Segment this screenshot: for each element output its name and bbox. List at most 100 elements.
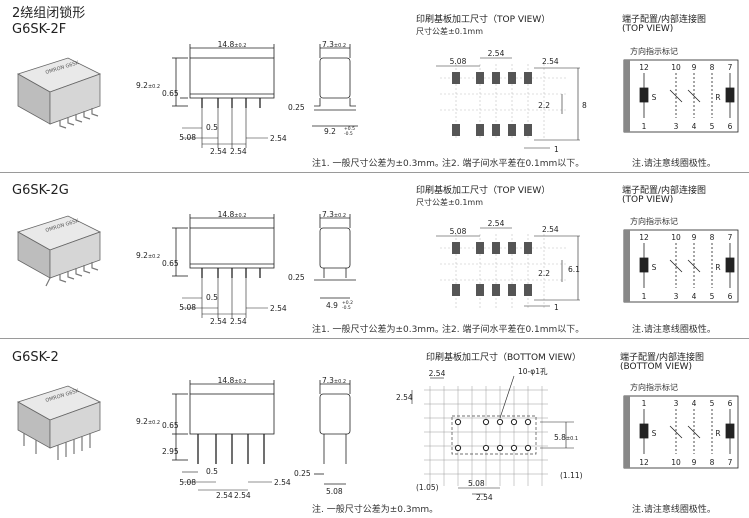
side-view-drawing: 7.3±0.2 0.25 5.08 xyxy=(294,376,351,496)
svg-text:2.54: 2.54 xyxy=(488,219,505,228)
model-name: G6SK-2 xyxy=(12,350,59,365)
svg-text:1: 1 xyxy=(554,303,559,312)
section-divider xyxy=(0,172,749,173)
svg-text:2.54: 2.54 xyxy=(270,304,287,313)
svg-text:1: 1 xyxy=(554,145,559,154)
pcb-title: 印刷基板加工尺寸（TOP VIEW） xyxy=(416,186,551,196)
svg-text:+0.2: +0.2 xyxy=(342,300,353,306)
svg-text:7: 7 xyxy=(728,63,733,72)
pcb-title: 印刷基板加工尺寸（TOP VIEW） xyxy=(416,15,551,25)
svg-text:2.54: 2.54 xyxy=(476,493,493,502)
svg-text:8: 8 xyxy=(710,458,715,467)
svg-text:14.8±0.2: 14.8±0.2 xyxy=(218,40,247,49)
pcb-grid-drawing: 2.54 2.54 10-φ1孔 5.8±0.1 (1.05) 5.08 2.5… xyxy=(396,367,583,502)
svg-text:10: 10 xyxy=(671,458,681,467)
svg-text:7.3±0.2: 7.3±0.2 xyxy=(322,376,346,385)
svg-text:3: 3 xyxy=(674,292,679,301)
front-view-drawing: 14.8±0.2 9.2±0.2 0.65 0.5 5.08 2.54 2.54… xyxy=(136,210,287,326)
svg-text:2.54: 2.54 xyxy=(234,491,251,500)
svg-text:2.54: 2.54 xyxy=(270,134,287,143)
front-view-drawing: 14.8±0.2 9.2±0.2 0.65 0.5 5.08 2.54 2.54… xyxy=(136,40,287,156)
svg-text:5: 5 xyxy=(710,292,715,301)
model-name: G6SK-2G xyxy=(12,183,69,198)
svg-text:5.08: 5.08 xyxy=(179,478,196,487)
pcb-title: 印刷基板加工尺寸（BOTTOM VIEW） xyxy=(426,353,582,363)
svg-text:9.2±0.2: 9.2±0.2 xyxy=(136,81,160,90)
svg-text:10: 10 xyxy=(671,233,681,242)
svg-text:5: 5 xyxy=(710,399,715,408)
svg-text:2.54: 2.54 xyxy=(396,393,413,402)
svg-text:12: 12 xyxy=(639,233,649,242)
terminal-diagram: 12 10 9 8 7 1 3 4 5 6 S R xyxy=(623,229,739,303)
svg-text:4: 4 xyxy=(692,122,697,131)
svg-text:2.54: 2.54 xyxy=(274,478,291,487)
terminal-diagram: 1 3 4 5 6 12 10 9 8 7 S R xyxy=(623,395,739,469)
svg-text:8: 8 xyxy=(582,101,587,110)
pcb-layout-drawing: 5.08 2.54 2.54 2.2 8 1 xyxy=(436,49,587,154)
svg-text:2.95: 2.95 xyxy=(162,447,179,456)
terminal-title: 端子配置/内部连接图 xyxy=(620,353,705,363)
svg-text:6: 6 xyxy=(728,399,733,408)
svg-text:8: 8 xyxy=(710,233,715,242)
svg-text:12: 12 xyxy=(639,458,649,467)
svg-text:(1.05): (1.05) xyxy=(416,483,439,492)
svg-text:5.08: 5.08 xyxy=(179,303,196,312)
svg-text:4: 4 xyxy=(692,399,697,408)
svg-text:(1.11): (1.11) xyxy=(560,471,583,480)
direction-mark-label: 方向指示标记 xyxy=(630,47,678,56)
svg-text:2.54: 2.54 xyxy=(210,147,227,156)
terminal-view: (BOTTOM VIEW) xyxy=(620,362,693,372)
svg-text:S: S xyxy=(652,93,657,102)
svg-text:2.2: 2.2 xyxy=(538,269,550,278)
terminal-view: (TOP VIEW) xyxy=(622,195,674,205)
side-view-drawing: 7.3±0.2 0.25 4.9 +0.2 -0.5 xyxy=(288,210,356,311)
svg-text:+0.5: +0.5 xyxy=(344,126,355,132)
svg-text:5.08: 5.08 xyxy=(450,57,467,66)
svg-text:0.25: 0.25 xyxy=(288,273,305,282)
svg-text:0.5: 0.5 xyxy=(206,293,218,302)
svg-text:9: 9 xyxy=(692,63,697,72)
svg-text:2.2: 2.2 xyxy=(538,101,550,110)
svg-text:2.54: 2.54 xyxy=(429,369,446,378)
side-view-drawing: 7.3±0.2 0.25 9.2 +0.5 -0.5 xyxy=(288,40,358,137)
svg-text:6.1: 6.1 xyxy=(568,265,580,274)
pcb-layout-drawing: 5.08 2.54 2.54 2.2 6.1 1 xyxy=(436,219,580,312)
svg-text:0.65: 0.65 xyxy=(162,259,179,268)
svg-text:0.25: 0.25 xyxy=(288,103,305,112)
svg-text:R: R xyxy=(715,93,720,102)
svg-text:0.5: 0.5 xyxy=(206,467,218,476)
terminal-title: 端子配置/内部连接图 xyxy=(622,186,707,196)
svg-text:9: 9 xyxy=(692,458,697,467)
relay-photo: OMRON G6SK xyxy=(17,57,102,129)
svg-text:3: 3 xyxy=(674,122,679,131)
svg-text:5.08: 5.08 xyxy=(468,479,485,488)
svg-text:5.08: 5.08 xyxy=(450,227,467,236)
svg-text:S: S xyxy=(652,263,657,272)
svg-text:9.2±0.2: 9.2±0.2 xyxy=(136,251,160,260)
svg-text:2.54: 2.54 xyxy=(488,49,505,58)
svg-text:3: 3 xyxy=(674,399,679,408)
svg-text:1: 1 xyxy=(642,292,647,301)
svg-text:0.65: 0.65 xyxy=(162,421,179,430)
note-3: 注.请注意线圈极性。 xyxy=(632,159,716,169)
svg-text:S: S xyxy=(652,429,657,438)
svg-text:-0.5: -0.5 xyxy=(342,305,351,311)
svg-text:1: 1 xyxy=(642,122,647,131)
model-prefix: 2绕组闭锁形 xyxy=(12,6,86,21)
svg-text:9.2±0.2: 9.2±0.2 xyxy=(136,417,160,426)
svg-text:0.5: 0.5 xyxy=(206,123,218,132)
svg-text:7: 7 xyxy=(728,233,733,242)
note-3: 注.请注意线圈极性。 xyxy=(632,325,716,335)
svg-text:5.08: 5.08 xyxy=(326,487,343,496)
svg-text:10-φ1孔: 10-φ1孔 xyxy=(518,367,548,376)
svg-text:7.3±0.2: 7.3±0.2 xyxy=(322,40,346,49)
svg-text:0.65: 0.65 xyxy=(162,89,179,98)
svg-text:7: 7 xyxy=(728,458,733,467)
svg-text:9.2: 9.2 xyxy=(324,127,336,136)
svg-text:12: 12 xyxy=(639,63,649,72)
note-2: 注2. 端子间水平差在0.1mm以下。 xyxy=(442,159,585,169)
model-name: G6SK-2F xyxy=(12,22,67,37)
svg-text:5.08: 5.08 xyxy=(179,133,196,142)
svg-text:R: R xyxy=(715,263,720,272)
svg-text:4.9: 4.9 xyxy=(326,301,338,310)
